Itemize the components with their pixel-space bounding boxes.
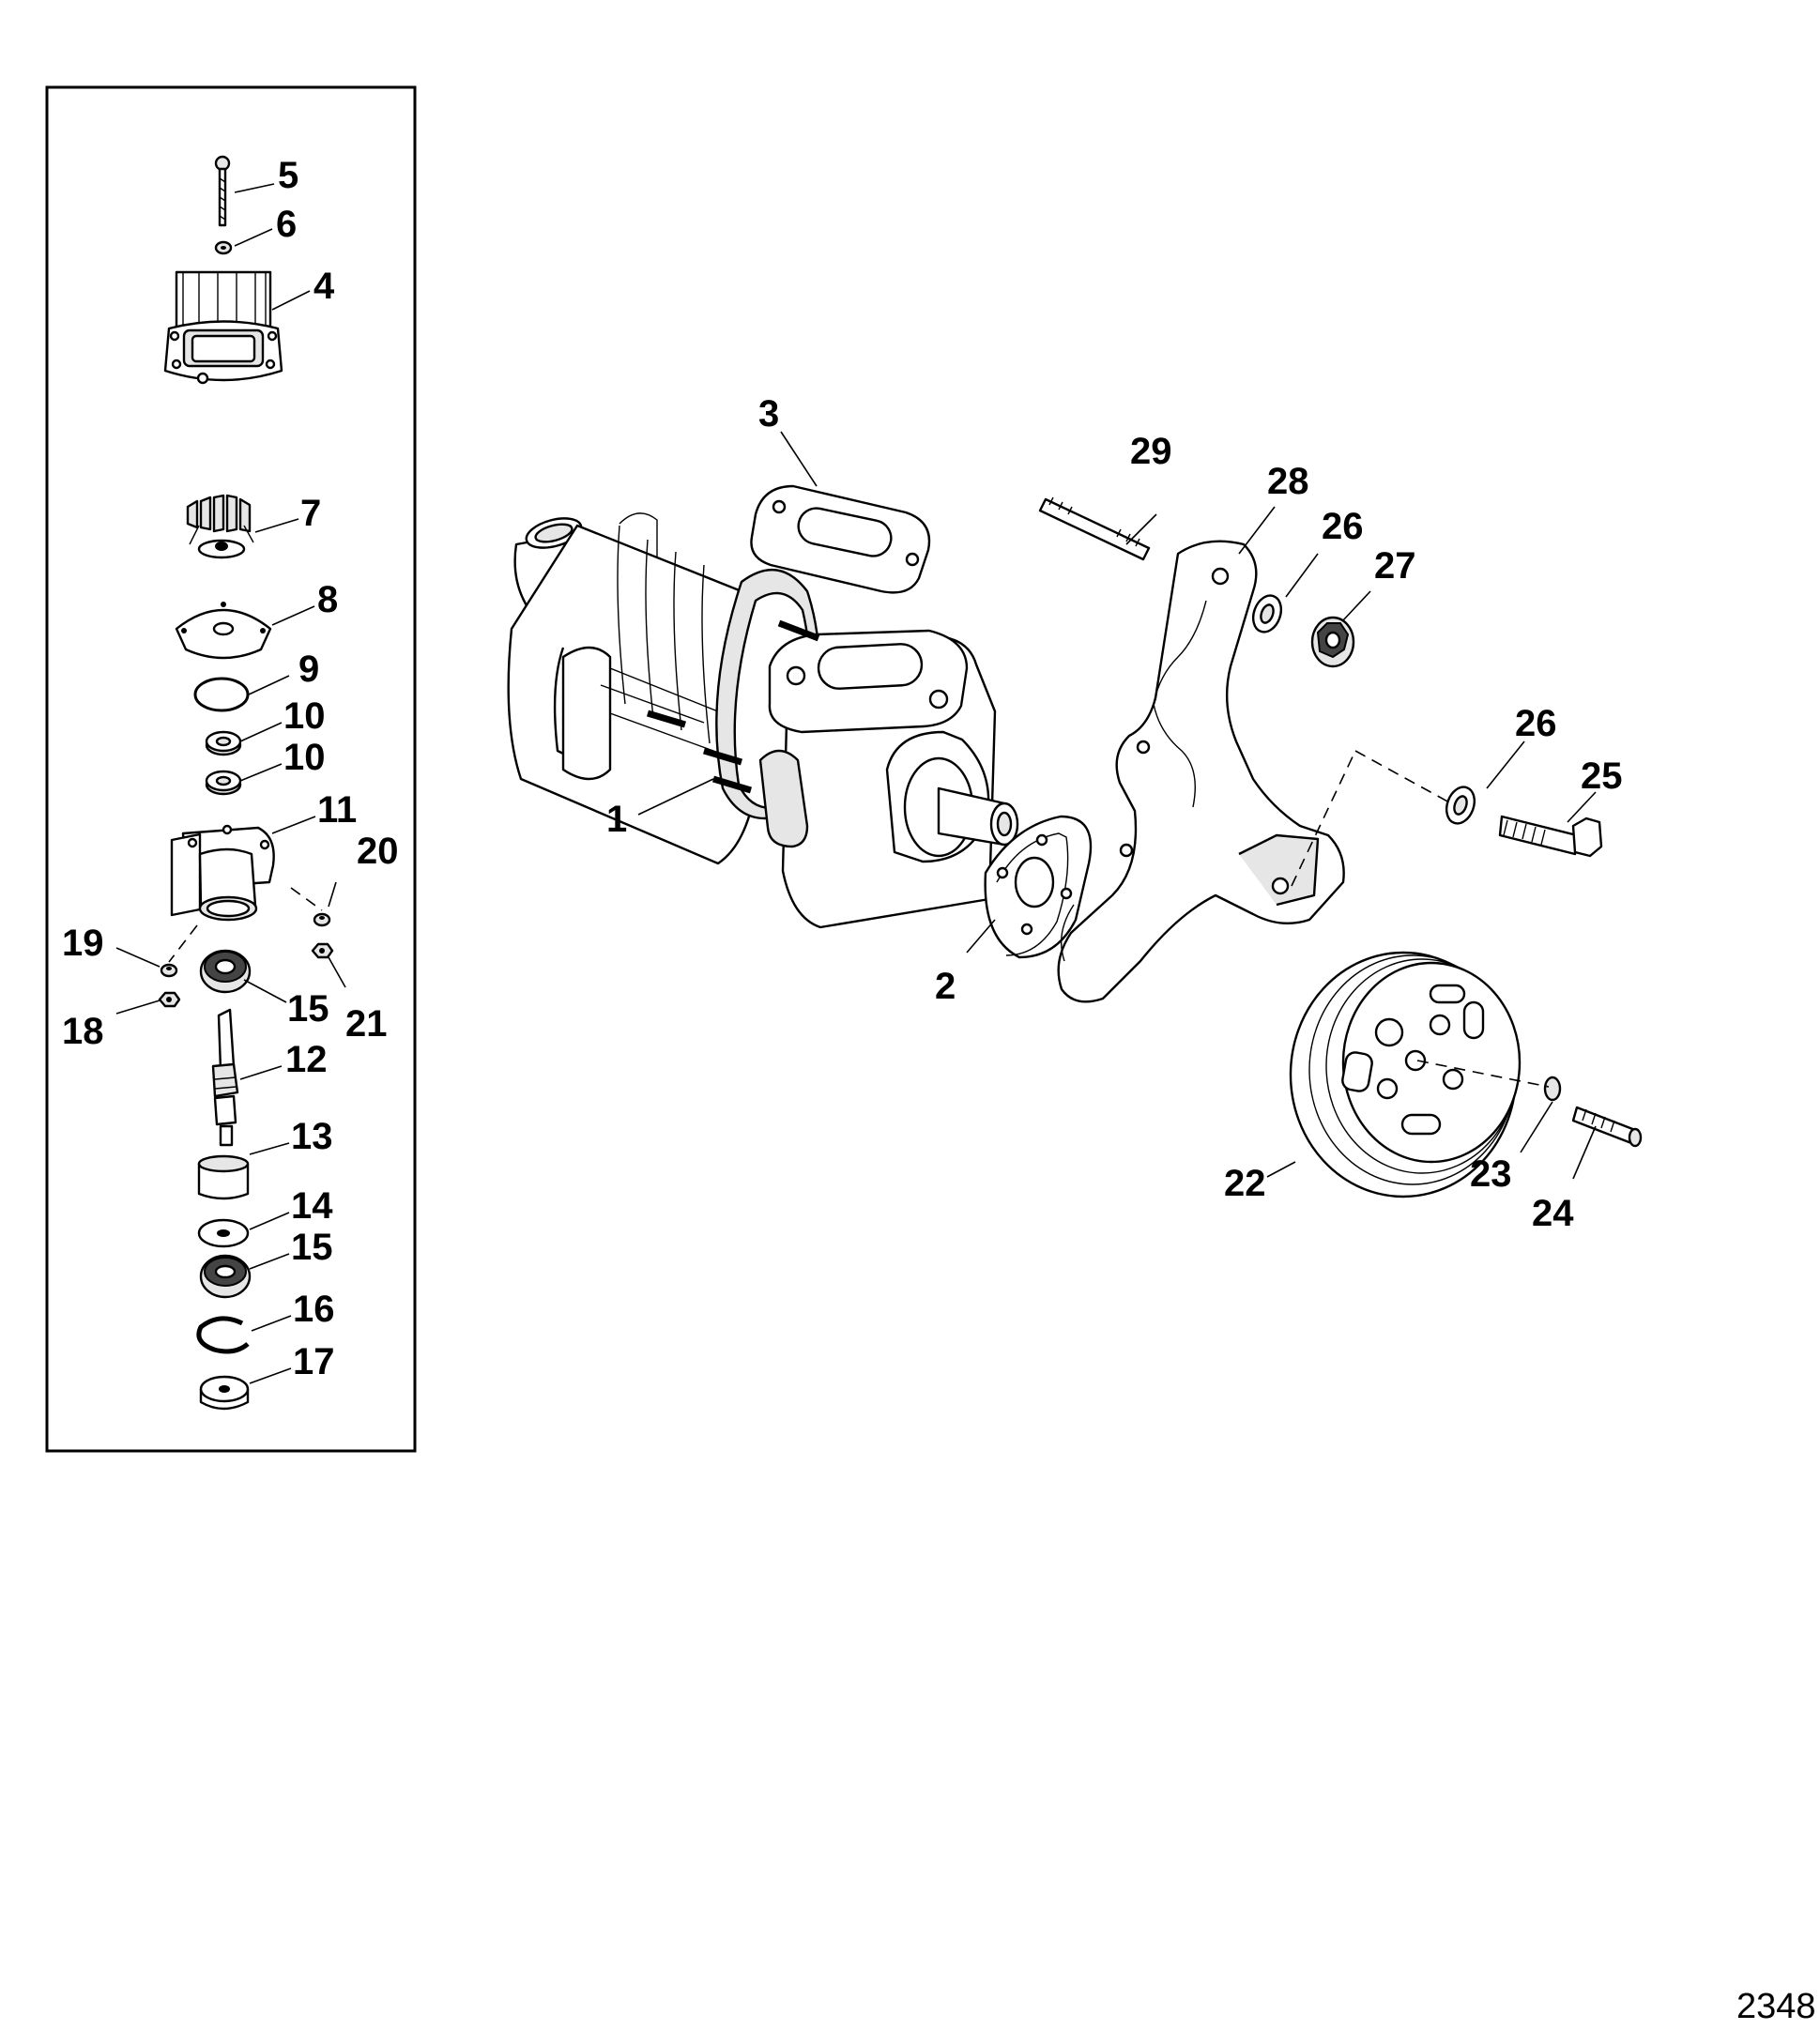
part-17-cap <box>199 1375 250 1411</box>
part-26-washer-lower <box>1445 786 1476 825</box>
part-12-shaft <box>211 1008 239 1147</box>
part-10-seal-upper <box>205 730 242 756</box>
inset-panel-frame <box>45 85 417 1453</box>
callout-3: 3 <box>758 393 779 435</box>
part-4-pump-body <box>163 270 283 385</box>
part-8-wear-plate <box>175 602 272 660</box>
callout-8: 8 <box>317 579 338 620</box>
part-1-sea-water-pump <box>507 512 1019 929</box>
part-7-impeller <box>186 494 254 559</box>
callout-1: 1 <box>606 799 627 840</box>
part-26-washer-upper <box>1251 594 1283 633</box>
part-14-washer <box>197 1218 250 1248</box>
part-3-gasket <box>750 484 931 594</box>
part-29-stud <box>1038 496 1151 561</box>
callout-26-lower: 26 <box>1515 703 1557 744</box>
part-25-bolt <box>1498 815 1603 858</box>
callout-15-lower: 15 <box>291 1227 333 1268</box>
main-leader-lines <box>637 431 1597 1180</box>
callout-9: 9 <box>298 649 319 690</box>
part-22-pulley <box>1289 951 1522 1198</box>
callout-19: 19 <box>62 923 104 964</box>
callout-14: 14 <box>291 1185 333 1227</box>
callout-5: 5 <box>278 155 298 196</box>
callout-13: 13 <box>291 1116 333 1157</box>
callout-25: 25 <box>1581 756 1623 797</box>
callout-23: 23 <box>1470 1153 1512 1195</box>
callout-21: 21 <box>345 1003 388 1045</box>
figure-number: 2348 <box>1736 1987 1816 2026</box>
part-21-nut <box>311 942 334 959</box>
part-28-bracket <box>1057 540 1345 1003</box>
callout-6: 6 <box>276 204 297 245</box>
callout-27: 27 <box>1374 545 1416 587</box>
part-18-nut <box>158 991 181 1008</box>
callout-11: 11 <box>317 789 357 831</box>
callout-4: 4 <box>314 266 335 307</box>
callout-10-upper: 10 <box>283 695 326 737</box>
part-20-washer <box>313 912 331 927</box>
callout-22: 22 <box>1224 1163 1266 1204</box>
callout-15-upper: 15 <box>287 988 329 1030</box>
callout-28: 28 <box>1267 461 1309 502</box>
callout-12: 12 <box>285 1039 328 1080</box>
part-11-housing <box>170 824 275 922</box>
callout-7: 7 <box>300 493 321 534</box>
callout-29: 29 <box>1130 431 1172 472</box>
part-5-bolt <box>214 155 231 227</box>
callout-2: 2 <box>935 966 956 1007</box>
part-9-o-ring <box>193 677 250 712</box>
part-27-nut <box>1310 616 1355 668</box>
part-15-bearing-lower <box>199 1254 252 1299</box>
part-16-retaining-ring <box>196 1316 250 1354</box>
callout-20: 20 <box>357 831 399 872</box>
part-10-seal-lower <box>205 770 242 796</box>
callout-10-lower: 10 <box>283 737 326 778</box>
callout-18: 18 <box>62 1011 104 1052</box>
part-23-washer <box>1543 1076 1562 1102</box>
callout-26-upper: 26 <box>1322 506 1364 547</box>
callout-24: 24 <box>1532 1193 1574 1234</box>
part-24-bolt <box>1571 1106 1643 1148</box>
part-13-sleeve <box>197 1154 250 1200</box>
callout-labels: 5 6 4 7 8 9 10 10 11 20 19 15 21 18 12 1… <box>62 155 1816 2026</box>
inset-leader-lines <box>115 183 346 1384</box>
part-19-washer <box>160 963 178 978</box>
part-15-bearing-upper <box>199 949 252 994</box>
part-6-washer <box>214 240 233 255</box>
callout-17: 17 <box>293 1341 335 1382</box>
callout-16: 16 <box>293 1289 335 1330</box>
